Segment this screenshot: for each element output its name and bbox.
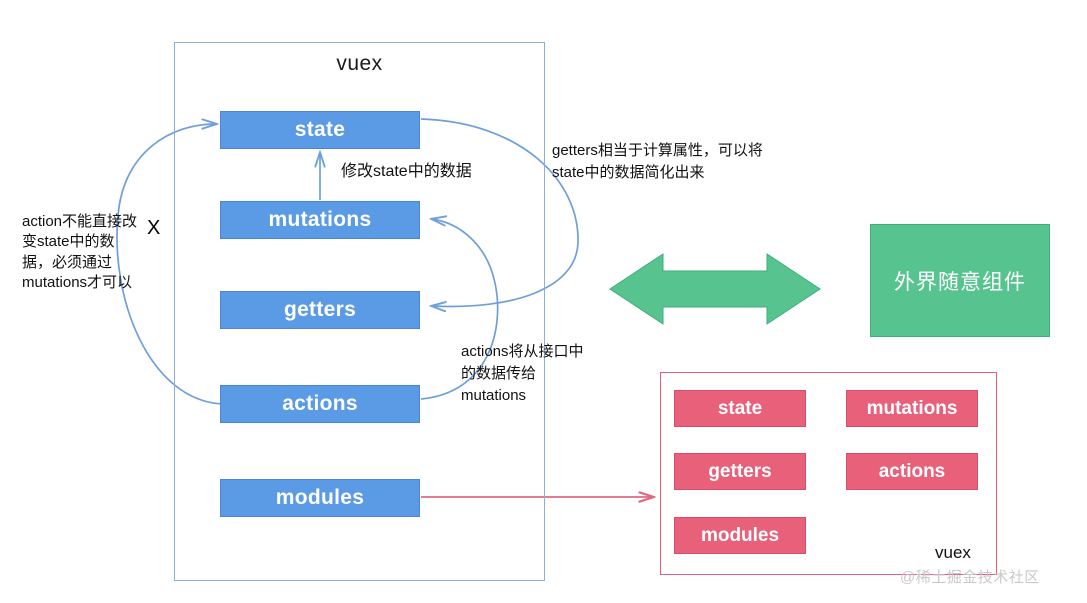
module-box-modules[interactable]: modules <box>220 479 420 517</box>
annotation-getters-description: getters相当于计算属性，可以将state中的数据简化出来 <box>552 142 763 181</box>
bidirectional-green-arrow <box>609 253 821 325</box>
external-component-box[interactable]: 外界随意组件 <box>870 224 1050 337</box>
annotation-actions-to-mutations: actions将从接口中的数据传给mutations <box>461 343 584 404</box>
vuex-container <box>174 42 545 581</box>
panel-box-modules[interactable]: modules <box>674 517 806 554</box>
module-box-actions[interactable]: actions <box>220 385 420 423</box>
annotation-modify-state-data: 修改state中的数据 <box>341 163 472 180</box>
panel-box-state[interactable]: state <box>674 390 806 427</box>
panel-box-getters[interactable]: getters <box>674 453 806 490</box>
vuex-panel-label: vuex <box>935 543 971 562</box>
module-box-getters[interactable]: getters <box>220 291 420 329</box>
watermark: @稀土掘金技术社区 <box>900 569 1040 586</box>
annotation-action-cannot-change-state: action不能直接改变state中的数据，必须通过mutations才可以 <box>22 213 138 291</box>
module-box-state[interactable]: state <box>220 111 420 149</box>
vuex-container-title: vuex <box>336 52 383 75</box>
vuex-panel <box>660 372 997 575</box>
panel-box-actions[interactable]: actions <box>846 453 978 490</box>
panel-box-mutations[interactable]: mutations <box>846 390 978 427</box>
module-box-mutations[interactable]: mutations <box>220 201 420 239</box>
x-mark-label: X <box>147 217 161 239</box>
